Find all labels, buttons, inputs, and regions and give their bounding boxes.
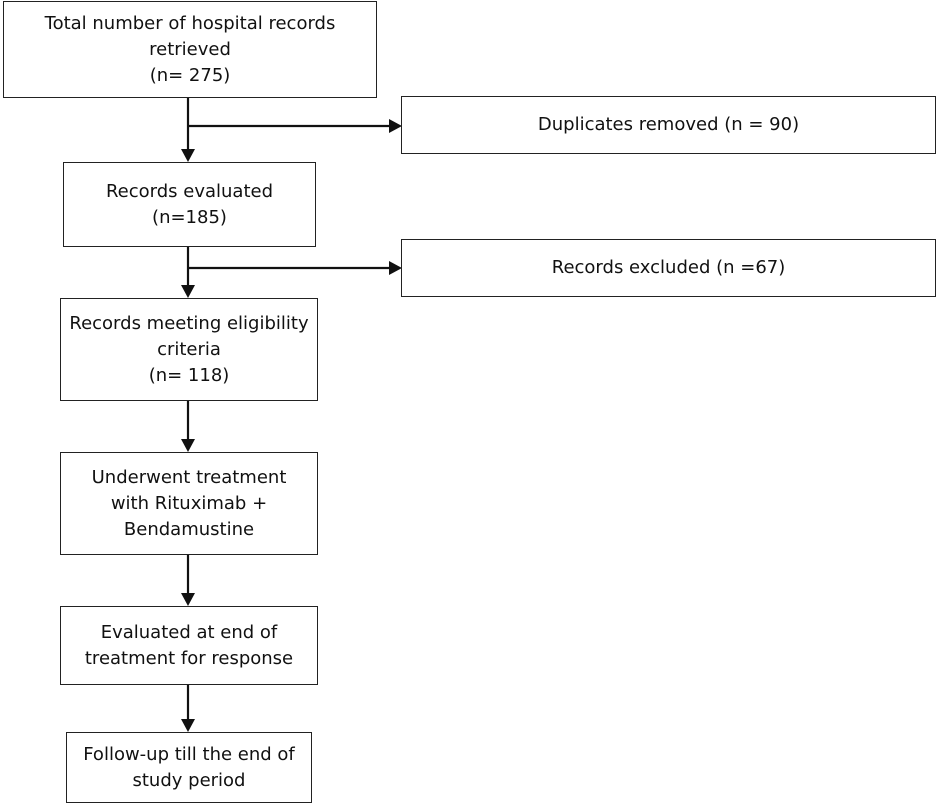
records-eligible-label-cont: criteria: [157, 338, 221, 360]
arrow-to-duplicates: [188, 119, 402, 133]
records-evaluated-count: (n=185): [152, 206, 227, 228]
treatment-label: Underwent treatment: [91, 466, 287, 488]
evaluated-end-label-cont: treatment for response: [84, 647, 294, 669]
total-records-count: (n= 275): [149, 64, 231, 86]
arrow-to-excluded: [188, 261, 402, 275]
duplicates-removed-label: Duplicates removed (n = 90): [537, 114, 800, 135]
total-records-label-cont: retrieved: [149, 38, 231, 60]
records-eligible-count: (n= 118): [148, 364, 230, 386]
duplicates-removed-box: Duplicates removed (n = 90): [401, 96, 936, 154]
records-excluded-box: Records excluded (n =67): [401, 239, 936, 297]
arrow-total-to-evaluated: [181, 98, 195, 162]
records-excluded-label: Records excluded (n =67): [551, 257, 786, 278]
records-evaluated-label: Records evaluated: [105, 180, 274, 202]
arrow-evaluated-to-eligible: [181, 247, 195, 298]
follow-up-box: Follow-up till the end of study period: [66, 732, 312, 803]
records-evaluated-box: Records evaluated (n=185): [63, 162, 316, 247]
arrow-eligible-to-treatment: [181, 401, 195, 452]
treatment-box: Underwent treatment with Rituximab + Ben…: [60, 452, 318, 555]
total-records-label: Total number of hospital records: [44, 12, 336, 34]
evaluated-end-label: Evaluated at end of: [100, 621, 278, 643]
total-records-box: Total number of hospital records retriev…: [3, 1, 377, 98]
treatment-label-drug-cont: Bendamustine: [123, 518, 255, 540]
records-eligible-box: Records meeting eligibility criteria (n=…: [60, 298, 318, 401]
treatment-label-drug: with Rituximab +: [110, 492, 268, 514]
arrow-evaluated-end-to-follow-up: [181, 685, 195, 732]
arrow-treatment-to-evaluated-end: [181, 555, 195, 606]
follow-up-label: Follow-up till the end of: [83, 743, 295, 765]
records-eligible-label: Records meeting eligibility: [69, 312, 309, 334]
follow-up-label-cont: study period: [132, 769, 246, 791]
evaluated-end-box: Evaluated at end of treatment for respon…: [60, 606, 318, 685]
